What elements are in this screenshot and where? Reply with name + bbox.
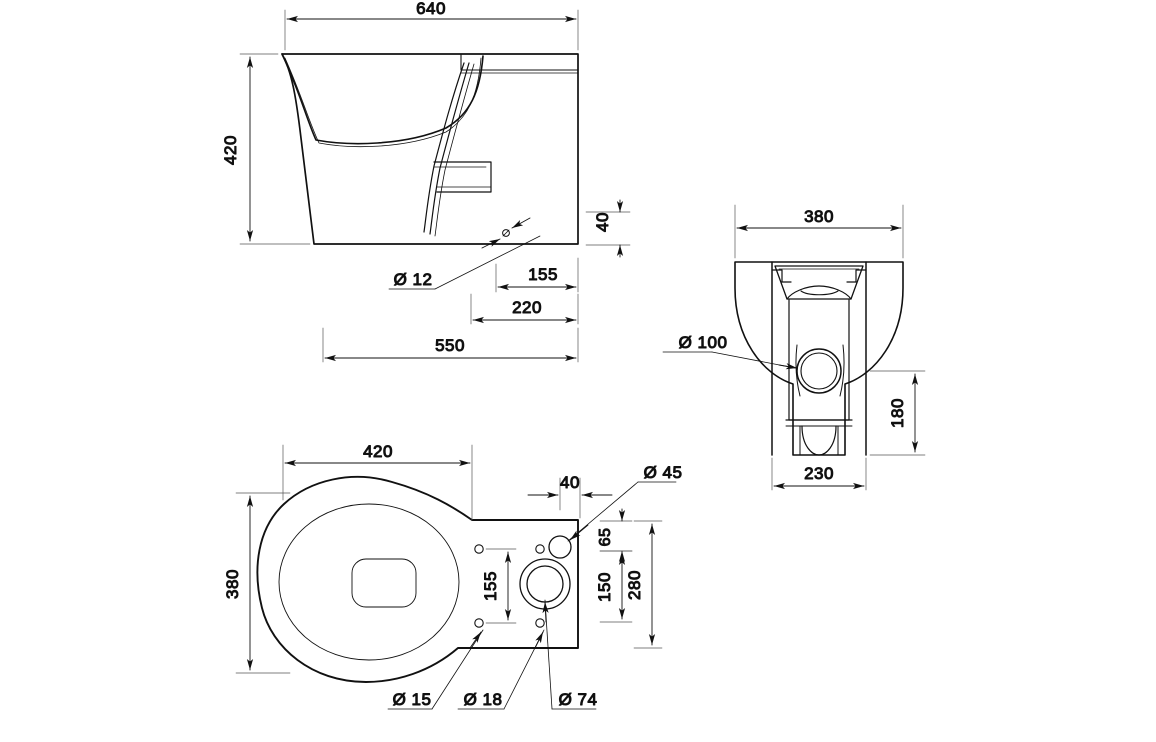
front-bowl-top <box>786 285 852 300</box>
dim-220-side <box>470 293 579 325</box>
plan-seat-inner-ellipse <box>278 503 460 661</box>
front-step-right <box>846 269 867 283</box>
side-bracket-outline <box>433 161 492 193</box>
plan-hole-15-top <box>474 544 484 554</box>
dim-380-plan <box>235 492 291 674</box>
plan-view <box>256 475 579 683</box>
leader-dia-15 <box>387 629 484 710</box>
dim-380-plan-label: 380 <box>223 569 242 599</box>
front-elevation-view <box>734 261 904 456</box>
leader-dia-18 <box>457 629 545 710</box>
dim-155-plan-label: 155 <box>481 571 500 601</box>
dim-220-side-label: 220 <box>512 298 542 317</box>
leader-dia-74 <box>542 599 597 710</box>
dim-150-plan <box>599 550 633 623</box>
dim-40-side <box>585 199 631 258</box>
dim-420-plan-label: 420 <box>363 442 393 461</box>
front-outlet-outer-circle <box>796 348 842 394</box>
front-step-left <box>771 269 792 283</box>
dim-dia-12-label: Ø 12 <box>394 270 433 289</box>
side-body-outline <box>281 53 579 245</box>
side-top-step <box>460 53 579 71</box>
dim-40-side-label: 40 <box>593 212 612 232</box>
dim-dia-74-label: Ø 74 <box>559 690 598 709</box>
front-outlet-side-right <box>839 344 845 397</box>
plan-outlet-inner <box>526 565 564 603</box>
plan-hole-15-bottom <box>474 618 484 628</box>
dim-640 <box>284 9 579 51</box>
front-outer-silhouette <box>734 261 904 456</box>
plan-hole-18-bottom <box>535 618 545 628</box>
dim-380-front <box>734 204 904 259</box>
dim-280-plan-label: 280 <box>625 570 644 600</box>
side-trap-curve-b <box>429 62 470 235</box>
dim-40-plan-label: 40 <box>560 473 580 492</box>
side-trap-curve-a <box>423 62 465 233</box>
dim-380-front-label: 380 <box>804 207 834 226</box>
dim-40-plan <box>527 477 613 519</box>
dim-420-plan <box>282 444 473 521</box>
dim-150-plan-label: 150 <box>595 572 614 602</box>
dim-550-side <box>322 327 579 363</box>
plan-hole-45 <box>548 535 572 559</box>
dim-dia-18-label: Ø 18 <box>464 690 503 709</box>
dim-180-front <box>869 370 926 456</box>
dim-420-height-label: 420 <box>221 135 240 165</box>
leader-dia-100 <box>662 351 798 370</box>
front-outlet-side-left <box>795 344 801 397</box>
plan-hole-18-top <box>535 544 545 554</box>
dim-dia-45-label: Ø 45 <box>644 463 683 482</box>
plan-outer-outline <box>256 475 579 683</box>
dim-155-side <box>495 257 579 293</box>
front-bowl-rim-arc <box>800 290 839 296</box>
dim-230-front <box>771 457 867 491</box>
dim-180-front-label: 180 <box>888 398 907 428</box>
front-bowl-sides <box>788 299 850 421</box>
dim-155-plan <box>485 548 517 624</box>
dim-dia-15-label: Ø 15 <box>393 690 432 709</box>
dim-65-plan-label: 65 <box>597 528 614 547</box>
dim-640-label: 640 <box>416 0 446 18</box>
leader-dia-45 <box>567 481 677 542</box>
side-elevation-view <box>281 53 579 245</box>
side-trap-curve-c <box>434 63 475 237</box>
dim-230-front-label: 230 <box>804 464 834 483</box>
dim-155-side-label: 155 <box>528 265 558 284</box>
leader-dia-12 <box>388 217 541 290</box>
dim-dia-100-label: Ø 100 <box>679 333 728 352</box>
dim-420-height <box>239 53 311 245</box>
front-outlet-inner-circle <box>800 352 838 390</box>
front-foot-arc <box>801 425 837 456</box>
dim-280-plan <box>633 520 663 649</box>
side-bowl-rim-inner <box>284 57 482 147</box>
plan-bowl-aperture <box>351 558 417 608</box>
dim-550-side-label: 550 <box>435 336 465 355</box>
